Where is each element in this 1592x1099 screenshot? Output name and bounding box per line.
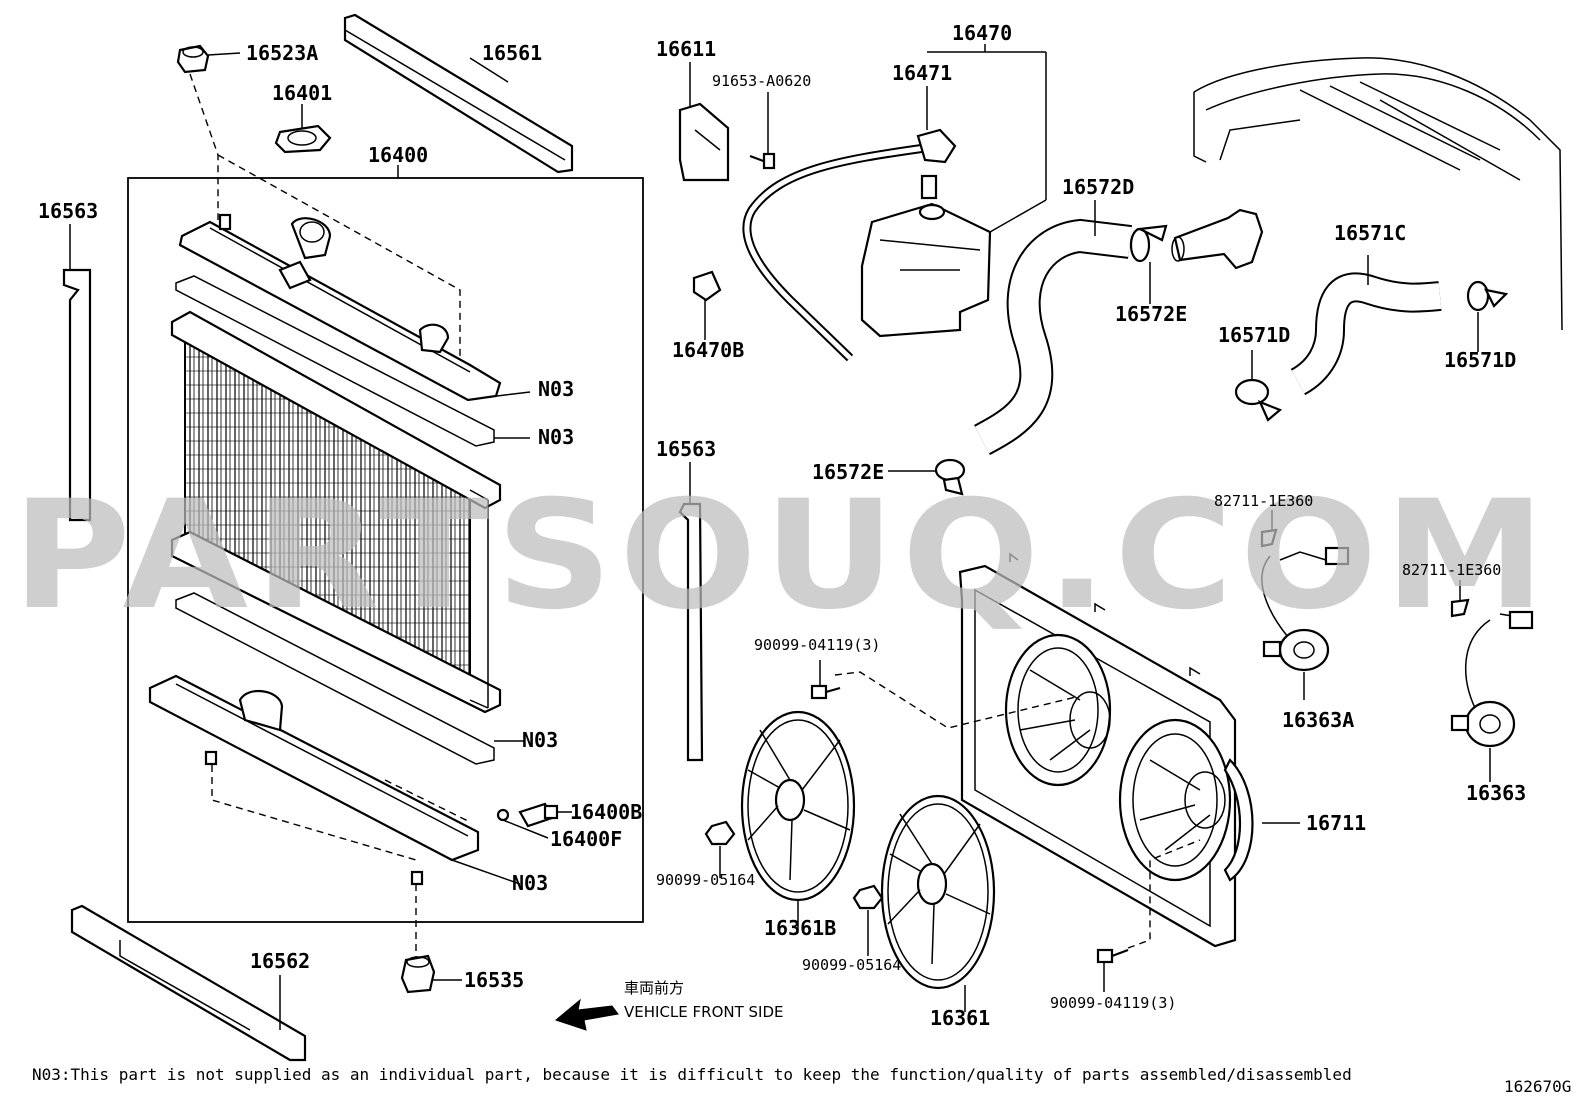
label-16471[interactable]: 16471: [892, 61, 952, 85]
shroud-bolt-bottom[interactable]: [1096, 948, 1129, 964]
reserve-tank-group: [678, 44, 1047, 362]
diagram-code: 162670G: [1504, 1077, 1571, 1096]
label-90099-05164-middle[interactable]: 90099-05164: [802, 956, 901, 974]
bracket-bolt[interactable]: [749, 152, 776, 170]
label-16400b[interactable]: 16400B: [570, 800, 642, 824]
shroud-bolt-top[interactable]: [810, 684, 841, 700]
label-16400f[interactable]: 16400F: [550, 827, 622, 851]
reserve-tank-bracket[interactable]: [678, 102, 730, 182]
label-16401[interactable]: 16401: [272, 81, 332, 105]
hose-clamp-d-left[interactable]: [1234, 378, 1283, 422]
fan-motor-a[interactable]: [1261, 546, 1350, 672]
label-82711-1e360-a[interactable]: 82711-1E360: [1214, 492, 1313, 510]
lower-seal-strip[interactable]: [70, 904, 307, 1062]
label-16361b[interactable]: 16361B: [764, 916, 836, 940]
vehicle-front-arrow: [554, 998, 619, 1031]
hose-clamp-d-right[interactable]: [1466, 280, 1509, 312]
label-16571d-right[interactable]: 16571D: [1444, 348, 1516, 372]
engine-water-outlet: [1173, 208, 1264, 270]
label-90099-04119-top[interactable]: 90099-04119(3): [754, 636, 880, 654]
drain-cock-plug[interactable]: [518, 802, 559, 828]
side-seal-strip-left[interactable]: [62, 268, 92, 522]
label-16361[interactable]: 16361: [930, 1006, 990, 1030]
label-82711-1e360-b[interactable]: 82711-1E360: [1402, 561, 1501, 579]
hose-clip[interactable]: [692, 270, 722, 302]
fan-motor[interactable]: [1450, 610, 1534, 748]
label-16563-left[interactable]: 16563: [38, 199, 98, 223]
vehicle-front-label-en: VEHICLE FRONT SIDE: [624, 1003, 784, 1021]
fan-nut-middle[interactable]: [852, 884, 884, 910]
upper-radiator-hose-group: [888, 200, 1264, 496]
lower-gasket: [175, 592, 495, 765]
reserve-tank-cap[interactable]: [916, 128, 957, 200]
label-16535[interactable]: 16535: [464, 968, 524, 992]
label-16572d[interactable]: 16572D: [1062, 175, 1134, 199]
label-16571c[interactable]: 16571C: [1334, 221, 1406, 245]
label-n03-4[interactable]: N03: [512, 871, 548, 895]
label-16562[interactable]: 16562: [250, 949, 310, 973]
label-16470b[interactable]: 16470B: [672, 338, 744, 362]
radiator-core: [170, 310, 502, 714]
wire-clamp-a[interactable]: [1260, 528, 1278, 548]
footnote-n03: N03:This part is not supplied as an indi…: [32, 1065, 1352, 1084]
label-16523a[interactable]: 16523A: [246, 41, 318, 65]
label-90099-04119-bottom[interactable]: 90099-04119(3): [1050, 994, 1176, 1012]
label-16611[interactable]: 16611: [656, 37, 716, 61]
label-90099-05164-left[interactable]: 90099-05164: [656, 871, 755, 889]
label-16571d-left[interactable]: 16571D: [1218, 323, 1290, 347]
fan-16361b[interactable]: [740, 710, 856, 902]
label-16561[interactable]: 16561: [482, 41, 542, 65]
fan-nut-left[interactable]: [704, 820, 736, 846]
label-16470[interactable]: 16470: [952, 21, 1012, 45]
upper-seal-strip[interactable]: [343, 13, 574, 174]
radiator-mount-cushion-top[interactable]: [176, 44, 210, 74]
label-16563-middle[interactable]: 16563: [656, 437, 716, 461]
label-16572e-bottom[interactable]: 16572E: [812, 460, 884, 484]
label-16363a[interactable]: 16363A: [1282, 708, 1354, 732]
label-16572e-top[interactable]: 16572E: [1115, 302, 1187, 326]
label-n03-3[interactable]: N03: [522, 728, 558, 752]
wire-clamp-b[interactable]: [1450, 598, 1470, 618]
lower-radiator-hose-group: [1234, 255, 1509, 422]
label-n03-1[interactable]: N03: [538, 377, 574, 401]
hose-clamp-lower[interactable]: [934, 458, 966, 496]
upper-gasket: [175, 275, 495, 447]
vehicle-front-label-jp: 車両前方: [624, 979, 684, 997]
watermark: PARTSOUQ.COM: [12, 469, 1552, 643]
drain-cock-o-ring[interactable]: [496, 808, 510, 822]
label-16400[interactable]: 16400: [368, 143, 428, 167]
radiator-cap[interactable]: [274, 124, 332, 154]
label-16711[interactable]: 16711: [1306, 811, 1366, 835]
label-91653-a0620[interactable]: 91653-A0620: [712, 72, 811, 90]
upper-tank: [178, 213, 502, 402]
radiator-assembly-group: [62, 13, 644, 1062]
lower-tank: [148, 674, 480, 886]
engine-outline: [1193, 57, 1563, 331]
label-16363[interactable]: 16363: [1466, 781, 1526, 805]
hose-clamp-upper[interactable]: [1129, 224, 1168, 263]
fan-shroud-group: [958, 552, 1254, 948]
fan-16361[interactable]: [880, 794, 996, 990]
side-seal-strip-middle[interactable]: [678, 502, 704, 762]
label-n03-2[interactable]: N03: [538, 425, 574, 449]
radiator-mount-cushion-bottom[interactable]: [400, 954, 436, 994]
radiator-assembly-box: [127, 177, 644, 923]
